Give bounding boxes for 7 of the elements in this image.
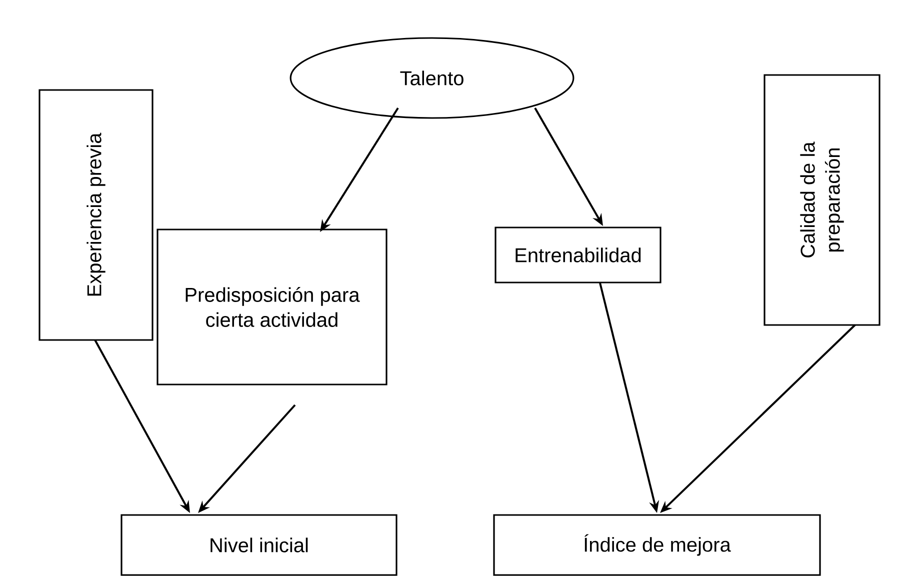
rotated-text-box: Experiencia previa [38,89,154,341]
text-box: Nivel inicial [120,514,398,576]
ellipse-node: Talento [290,37,574,119]
rotated-text-box: Calidad de la preparación [764,74,880,326]
text-box: Índice de mejora [493,514,821,576]
text-box: Predisposición para cierta actividad [156,228,388,386]
text-box: Entrenabilidad [494,226,662,284]
